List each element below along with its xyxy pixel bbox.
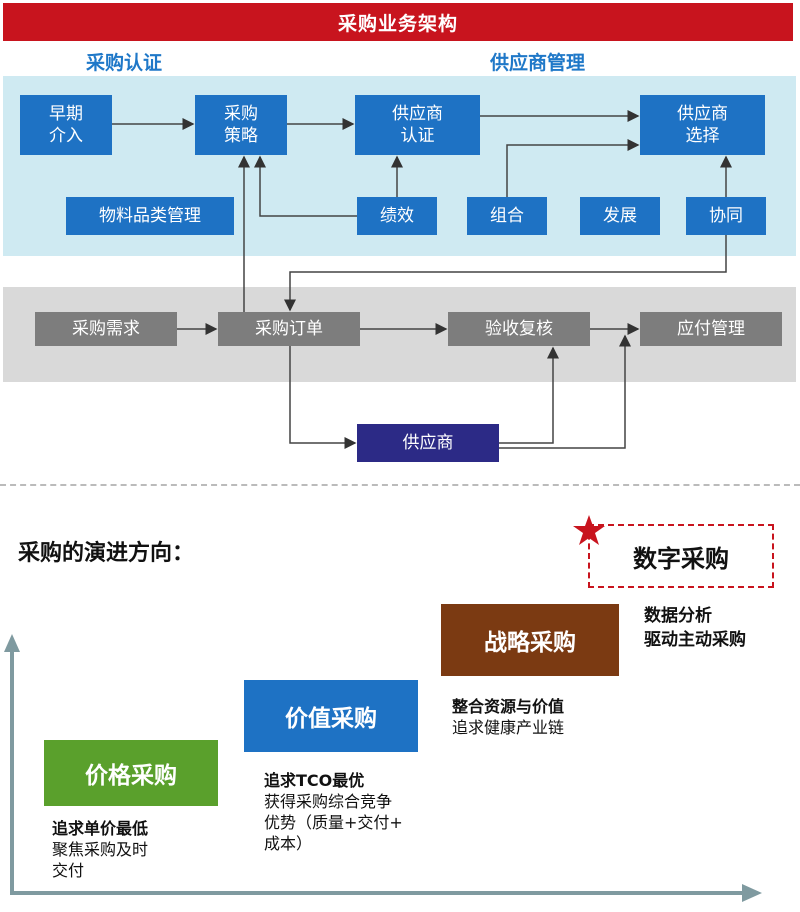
procurement-order-box: 采购订单 <box>218 312 360 346</box>
value-desc-4: 成本） <box>264 834 313 853</box>
procurement-cert-title: 采购认证 <box>86 52 163 74</box>
strategy-line-2: 策略 <box>224 126 258 146</box>
digital-desc-2: 驱动主动采购 <box>644 630 746 650</box>
value-desc: 追求TCO最优 获得采购综合竞争 优势（质量+交付+ 成本） <box>264 770 403 854</box>
page-banner: 采购业务架构 <box>3 3 793 41</box>
performance-box: 绩效 <box>357 197 437 235</box>
digital-procurement-label: 数字采购 <box>633 544 729 573</box>
section-divider <box>0 484 800 486</box>
value-desc-2: 获得采购综合竞争 <box>264 792 393 811</box>
strategy-line-1: 采购 <box>224 104 258 124</box>
supcert-line-2: 认证 <box>400 126 435 146</box>
early-line-2: 介入 <box>49 126 83 146</box>
supplier-box: 供应商 <box>357 424 499 462</box>
procurement-demand-box: 采购需求 <box>35 312 177 346</box>
strategic-desc-2: 追求健康产业链 <box>452 718 565 737</box>
value-procurement-box: 价值采购 <box>244 680 418 752</box>
red-star-icon <box>573 515 605 545</box>
value-desc-3: 优势（质量+交付+ <box>264 813 403 832</box>
acceptance-review-box: 验收复核 <box>448 312 590 346</box>
category-management-box: 物料品类管理 <box>66 197 234 235</box>
digital-desc: 数据分析 驱动主动采购 <box>644 604 746 652</box>
price-procurement-box: 价格采购 <box>44 740 218 806</box>
evolution-title: 采购的演进方向： <box>18 541 195 566</box>
combination-box: 组合 <box>467 197 547 235</box>
supplier-mgmt-title: 供应商管理 <box>490 52 586 74</box>
early-involvement-box: 早期介入 <box>20 95 112 155</box>
price-desc-1: 追求单价最低 <box>52 819 149 838</box>
supplier-certification-box: 供应商认证 <box>355 95 480 155</box>
strategic-procurement-box: 战略采购 <box>441 604 619 676</box>
price-desc-2: 聚焦采购及时 <box>52 840 149 859</box>
procurement-strategy-box: 采购策略 <box>195 95 287 155</box>
supplier-selection-box: 供应商选择 <box>640 95 765 155</box>
supsel-line-2: 选择 <box>685 126 720 146</box>
supsel-line-1: 供应商 <box>677 104 728 124</box>
collaboration-box: 协同 <box>686 197 766 235</box>
development-box: 发展 <box>580 197 660 235</box>
digital-desc-1: 数据分析 <box>644 606 712 626</box>
supcert-line-1: 供应商 <box>392 104 443 124</box>
strategic-desc: 整合资源与价值 追求健康产业链 <box>452 696 564 738</box>
digital-procurement-box: 数字采购 <box>588 524 774 588</box>
price-desc: 追求单价最低 聚焦采购及时 交付 <box>52 818 148 881</box>
early-line-1: 早期 <box>49 104 83 124</box>
price-desc-3: 交付 <box>52 861 85 880</box>
payables-management-box: 应付管理 <box>640 312 782 346</box>
value-desc-1: 追求TCO最优 <box>264 771 365 790</box>
strategic-desc-1: 整合资源与价值 <box>452 697 565 716</box>
